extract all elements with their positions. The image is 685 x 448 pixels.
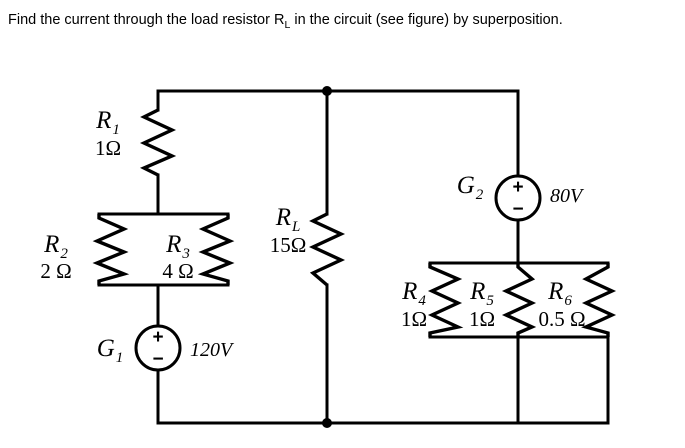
r3-value: 4 Ω: [162, 259, 193, 283]
g1-label: G1: [97, 335, 124, 366]
r1-label: R1: [95, 107, 120, 138]
g1-plus-sign: +: [152, 327, 163, 348]
component-rl: RL 15Ω: [270, 204, 346, 287]
rl-label-letter: R: [275, 204, 291, 231]
load-resistor-symbol-subscript: L: [284, 18, 291, 31]
r6-label: R6: [547, 278, 572, 309]
component-r1: R1 1Ω: [95, 107, 177, 177]
r5-zigzag: [501, 263, 537, 337]
r1-label-letter: R: [95, 107, 111, 134]
component-r3: R3 4 Ω: [162, 214, 235, 285]
component-r5: R5 1Ω: [469, 263, 537, 337]
r5-label: R5: [469, 278, 494, 309]
r6-label-subscript: 6: [564, 293, 572, 309]
r4-value: 1Ω: [401, 307, 427, 331]
g2-circle: [494, 174, 542, 222]
component-r2: R2 2 Ω: [40, 214, 130, 285]
rl-label: RL: [275, 204, 301, 235]
g1-value: 120V: [190, 339, 235, 361]
g1-circle: [134, 324, 182, 372]
r1-zigzag: [139, 108, 177, 177]
r3-label-subscript: 3: [181, 246, 190, 262]
rl-label-subscript: L: [291, 219, 300, 235]
g1-label-subscript: 1: [116, 350, 124, 366]
r6-value: 0.5 Ω: [538, 307, 585, 331]
g2-label-letter: G: [457, 172, 475, 199]
component-r6: R6 0.5 Ω: [538, 263, 617, 337]
r2-zigzag: [92, 214, 130, 285]
r6-label-letter: R: [547, 278, 563, 305]
circuit-diagram: R1 1Ω R2 2 Ω R3 4 Ω RL 15Ω R4 1Ω: [40, 86, 617, 428]
r2-label-letter: R: [43, 231, 59, 258]
g2-minus-sign: −: [512, 199, 523, 220]
g2-label: G2: [457, 172, 484, 203]
r4-zigzag: [427, 263, 464, 337]
r2-label-subscript: 2: [60, 246, 68, 262]
component-g1: + − G1 120V: [97, 324, 235, 372]
problem-text-part-1: Find the current through the load resist…: [8, 12, 274, 28]
problem-text-line-2: superposition.: [472, 12, 563, 28]
problem-text-part-2: in the circuit (see figure) by: [290, 12, 469, 28]
r4-label-subscript: 4: [418, 293, 426, 309]
problem-statement: Find the current through the load resist…: [8, 8, 676, 38]
rl-value: 15Ω: [270, 233, 307, 257]
r3-label: R3: [165, 231, 190, 262]
r3-label-letter: R: [165, 231, 181, 258]
r1-value: 1Ω: [95, 136, 121, 160]
r4-label: R4: [401, 278, 426, 309]
g1-minus-sign: −: [152, 349, 163, 370]
r4-label-letter: R: [401, 278, 417, 305]
g2-label-subscript: 2: [476, 187, 484, 203]
g1-label-letter: G: [97, 335, 115, 362]
component-g2: + − G2 80V: [457, 172, 585, 222]
r6-zigzag: [581, 263, 617, 337]
junction-dot-top: [322, 86, 332, 96]
load-resistor-symbol-letter: R: [273, 12, 285, 28]
r5-label-letter: R: [469, 278, 485, 305]
r5-value: 1Ω: [469, 307, 495, 331]
r3-zigzag: [197, 214, 235, 285]
r2-label: R2: [43, 231, 68, 262]
g2-plus-sign: +: [512, 177, 523, 198]
r2-value: 2 Ω: [40, 259, 71, 283]
junction-dot-bottom: [322, 418, 332, 428]
g2-value: 80V: [550, 185, 585, 207]
rl-zigzag: [308, 212, 346, 287]
r1-label-subscript: 1: [112, 122, 120, 138]
component-r4: R4 1Ω: [401, 263, 464, 337]
load-resistor-symbol: RL: [273, 12, 291, 31]
r5-label-subscript: 5: [486, 293, 494, 309]
